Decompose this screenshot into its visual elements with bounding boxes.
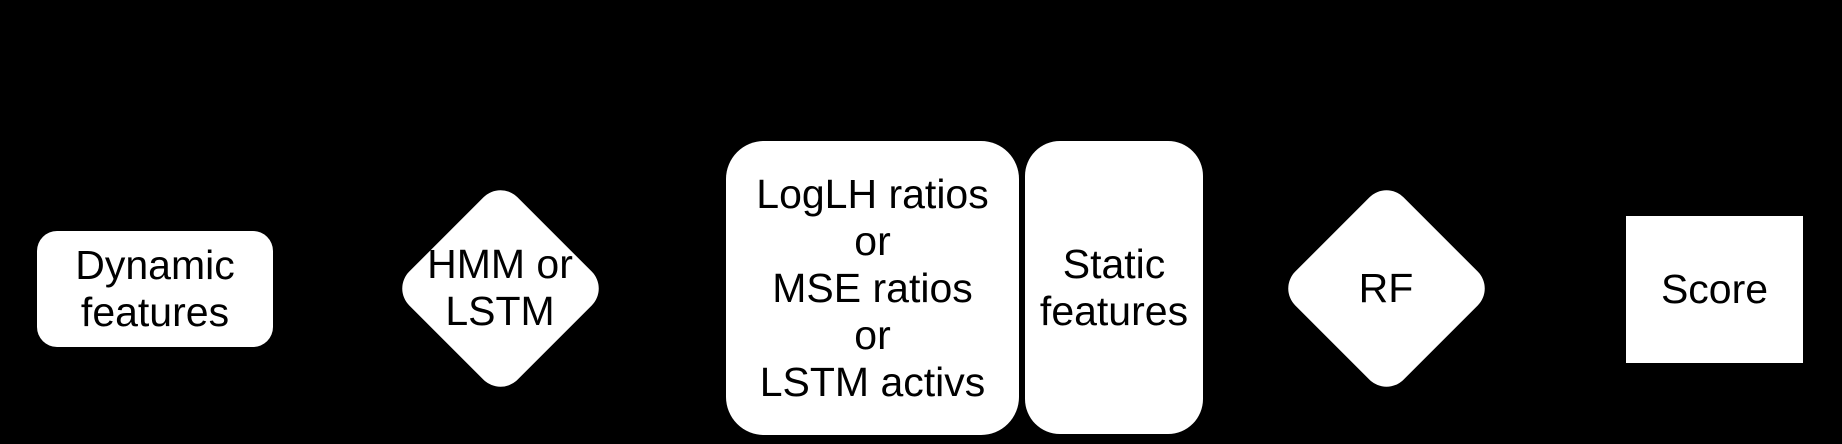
node-label-line: or — [854, 311, 891, 358]
node-label-line: Dynamic — [75, 242, 235, 288]
node-label-line: features — [1039, 287, 1189, 334]
node-label-line: or — [854, 217, 891, 264]
node-label-line: MSE ratios — [772, 264, 973, 311]
node-label-line: Static — [1062, 240, 1166, 287]
node-label-line: LogLH ratios — [756, 170, 989, 217]
node-label-line: Score — [1660, 266, 1769, 312]
node-score: Score — [1626, 216, 1803, 363]
node-rf: RF — [1277, 179, 1495, 397]
node-label-line: LSTM activs — [759, 358, 986, 405]
node-label-line: LSTM — [445, 288, 555, 334]
node-dynamic-features: Dynamic features — [37, 231, 273, 347]
node-label-line: features — [80, 289, 230, 335]
node-static-features: Static features — [1025, 141, 1203, 434]
node-label: RF — [1278, 180, 1494, 396]
node-label-line: RF — [1358, 264, 1414, 311]
node-label-line: HMM or — [427, 241, 573, 287]
node-label: HMM or LSTM — [392, 180, 608, 396]
node-hmm-or-lstm: HMM or LSTM — [391, 179, 609, 397]
node-ratios: LogLH ratios or MSE ratios or LSTM activ… — [726, 141, 1019, 435]
